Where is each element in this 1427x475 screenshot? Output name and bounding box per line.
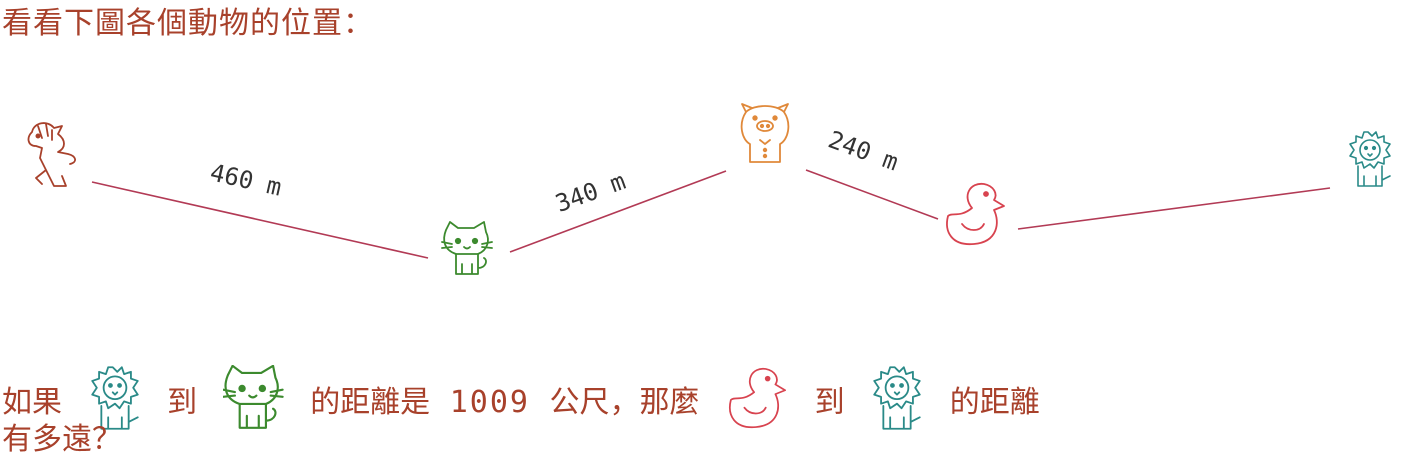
duck-icon <box>946 183 1005 245</box>
question-text: 如果 <box>2 385 62 420</box>
duck-icon <box>725 367 789 440</box>
line-pig-duck <box>805 169 939 220</box>
line-cat-pig <box>509 170 727 253</box>
distance-value: 1009 <box>449 385 530 420</box>
animal-position-diagram: 460 m 340 m 240 m <box>27 103 1391 275</box>
lion-icon <box>1349 131 1391 187</box>
pig-icon <box>740 103 790 163</box>
question-line-2: 有多遠？ <box>2 422 122 457</box>
page-title: 看看下圖各個動物的位置： <box>2 6 374 41</box>
line-duck-lion <box>1017 187 1331 230</box>
question-text: 公尺，那麼 <box>549 385 700 420</box>
lion-icon <box>870 365 924 442</box>
question-text: 到 <box>814 385 845 420</box>
cat-icon <box>221 364 285 442</box>
question-text: 的距離是 <box>310 385 431 420</box>
cat-icon <box>441 221 493 275</box>
distance-label-cat-pig: 340 m <box>552 167 629 218</box>
question-line-1: 如果 到 的距離是 1009 公尺，那麼 到 <box>2 364 1040 442</box>
distance-label-zebra-cat: 460 m <box>208 158 285 201</box>
distance-label-pig-duck: 240 m <box>825 125 902 176</box>
line-zebra-cat <box>91 181 429 259</box>
lion-icon <box>88 365 142 442</box>
question-text: 的距離 <box>949 385 1040 420</box>
question-text: 到 <box>167 385 198 420</box>
zebra-icon <box>27 122 76 187</box>
